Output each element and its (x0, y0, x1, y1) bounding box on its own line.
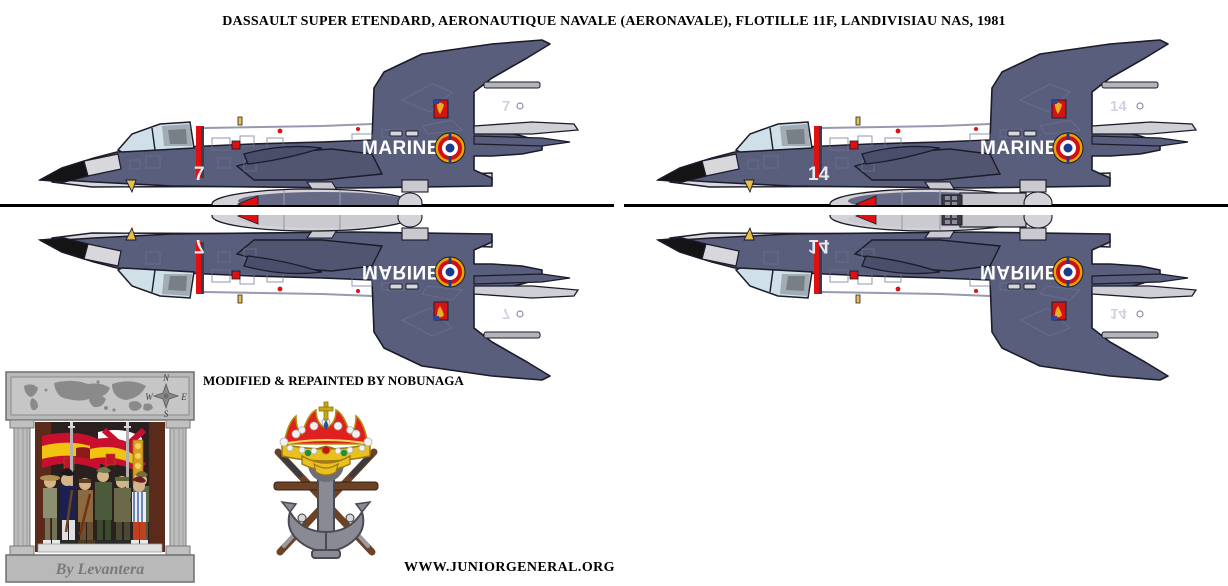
super-etendard-body: MARINE 7 7 (37, 39, 580, 194)
page-title: DASSAULT SUPER ETENDARD, AERONAUTIQUE NA… (222, 14, 1006, 29)
side-number: 14 (808, 164, 830, 185)
aircraft-profile-bottom-left: MARINE 7 7 (22, 215, 602, 390)
divider-right (624, 204, 1228, 207)
exocet-missile-and-tank (829, 215, 1053, 241)
drop-tank (211, 215, 429, 241)
tail-number: 14 (1110, 98, 1127, 115)
modifier-credit: MODIFIED & REPAINTED BY NOBUNAGA (203, 373, 464, 388)
flotille-11f-badge (1051, 301, 1067, 321)
tail-number: 7 (502, 305, 510, 322)
aircraft-profile-bottom-right: MARINE 14 14 (640, 215, 1220, 390)
compass-east-label: E (180, 392, 187, 402)
world-map (24, 380, 153, 412)
marine-text: MARINE (980, 138, 1058, 159)
side-number: 14 (808, 235, 830, 256)
super-etendard-body: MARINE 7 7 (37, 226, 580, 381)
super-etendard-body: MARINE 14 14 (655, 226, 1198, 381)
flotille-11f-badge (1051, 99, 1067, 119)
side-number: 7 (194, 235, 205, 256)
aircraft-profile-top-left: MARINE 7 7 (22, 30, 602, 205)
compass-rose: N S E W (145, 373, 187, 419)
spanish-marine-infantry-emblem (256, 400, 396, 565)
website-url: WWW.JUNIORGENERAL.ORG (404, 560, 615, 575)
anchor (280, 445, 372, 559)
tail-number: 14 (1110, 305, 1127, 322)
drop-tank (211, 179, 429, 205)
divider-left (0, 204, 614, 207)
french-naval-roundel (1052, 256, 1084, 288)
exocet-missile-and-tank (829, 179, 1053, 205)
marine-text: MARINE (980, 261, 1058, 282)
tail-number: 7 (502, 98, 510, 115)
soldier-figures (37, 467, 163, 553)
compass-west-label: W (145, 392, 154, 402)
left-column (9, 419, 35, 556)
marine-text: MARINE (362, 138, 440, 159)
super-etendard-body: MARINE 14 14 (655, 39, 1198, 194)
levantera-plaque: N S E W (2, 370, 198, 584)
compass-south-label: S (164, 409, 169, 419)
french-naval-roundel (434, 132, 466, 164)
flotille-11f-badge (433, 99, 449, 119)
side-number: 7 (194, 164, 205, 185)
royal-crown (279, 401, 373, 476)
aircraft-profile-top-right: MARINE 14 14 (640, 30, 1220, 205)
marine-text: MARINE (362, 261, 440, 282)
spanish-flags (42, 422, 147, 488)
french-naval-roundel (1052, 132, 1084, 164)
french-naval-roundel (434, 256, 466, 288)
compass-north-label: N (162, 373, 170, 383)
right-column (165, 419, 191, 556)
flotille-11f-badge (433, 301, 449, 321)
levantera-signature: By Levantera (55, 561, 144, 578)
